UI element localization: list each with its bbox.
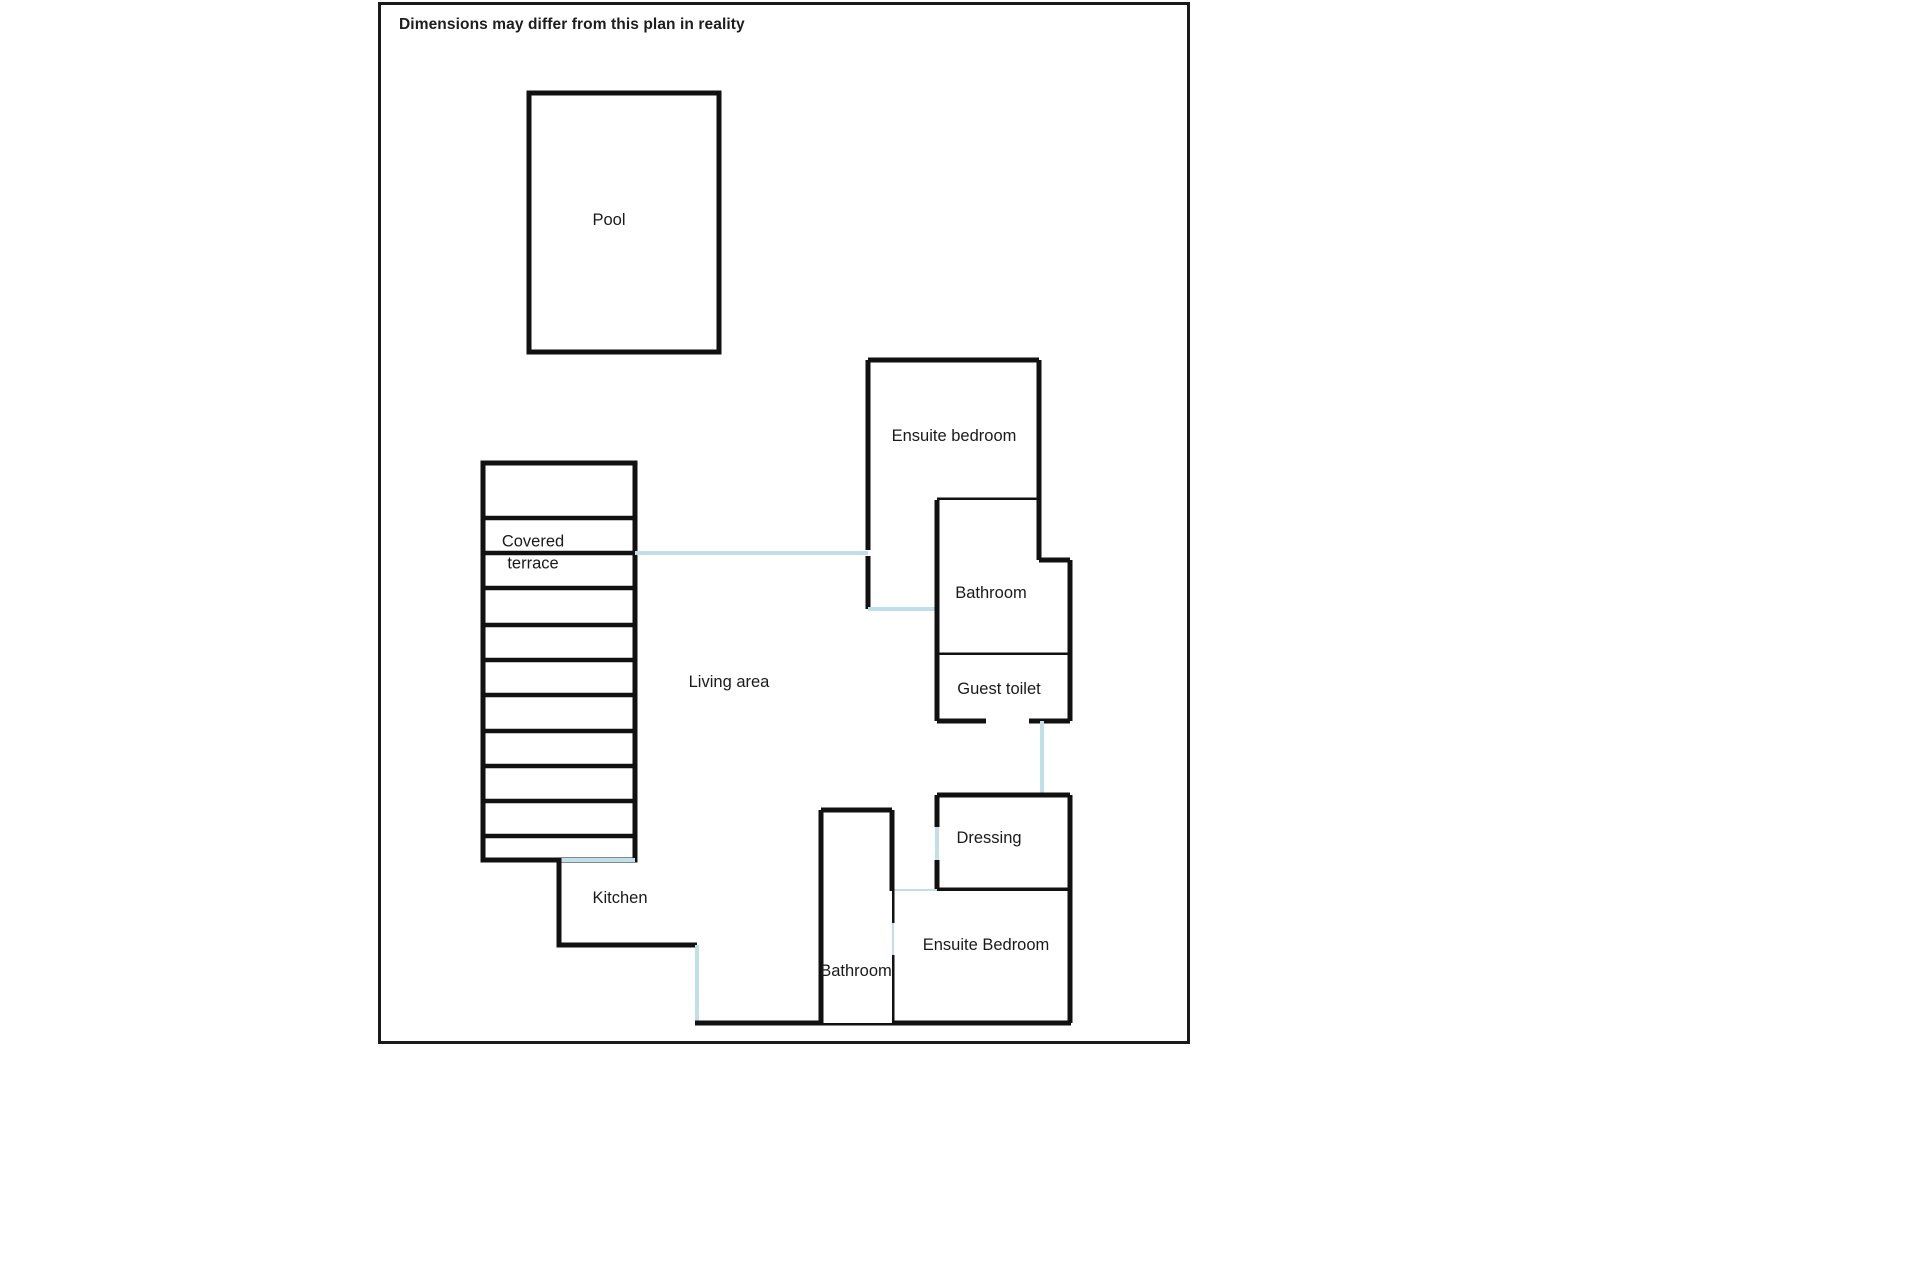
ensuite-bedroom-top-outline [865, 357, 1042, 609]
dressing-outline [934, 792, 1073, 893]
covered-terrace-outline [480, 460, 638, 863]
pool-outline [526, 90, 722, 355]
room-label-bathroom-bottom: Bathroom [820, 961, 892, 980]
room-label-guest-toilet: Guest toilet [957, 679, 1041, 698]
room-label-dressing: Dressing [956, 828, 1022, 847]
room-label-ensuite-bedroom-bottom: Ensuite Bedroom [922, 935, 1050, 954]
room-label-kitchen: Kitchen [592, 888, 648, 907]
room-label-living-area: Living area [688, 672, 770, 691]
bathroom-bottom-outline [818, 807, 895, 1023]
room-label-bathroom-right: Bathroom [955, 583, 1027, 602]
room-label-covered-terrace: Covered terrace [473, 531, 593, 576]
ensuite-bedroom-bottom-outline [889, 890, 1073, 1026]
room-label-ensuite-bedroom-top: Ensuite bedroom [891, 426, 1017, 445]
kitchen-outline [483, 857, 697, 948]
room-label-covered-terrace-line2: terrace [507, 555, 559, 573]
bathroom-right-outline [934, 500, 1073, 658]
floor-plan-drawing [480, 90, 1073, 1026]
guest-toilet-outline [934, 655, 1073, 724]
plan-disclaimer-title: Dimensions may differ from this plan in … [399, 16, 745, 33]
room-label-pool: Pool [592, 210, 626, 229]
room-label-covered-terrace-line1: Covered [501, 532, 565, 551]
floor-plan-sheet: Dimensions may differ from this plan in … [378, 2, 1190, 1044]
